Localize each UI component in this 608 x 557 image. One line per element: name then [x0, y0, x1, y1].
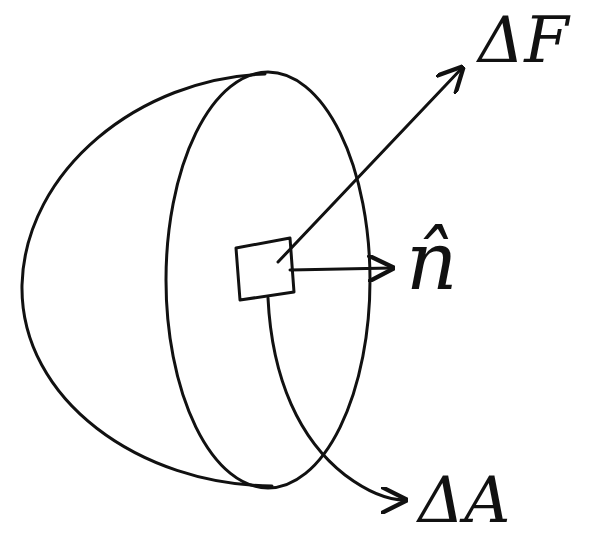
area-label: ΔA [418, 468, 510, 532]
normal-label: n̂ [406, 222, 458, 302]
normal-arrow [290, 268, 392, 270]
force-label: ΔF [478, 8, 569, 72]
dome-outline [22, 74, 272, 486]
area-patch [236, 238, 294, 300]
rim-ellipse [166, 72, 370, 488]
area-leader [268, 298, 405, 500]
